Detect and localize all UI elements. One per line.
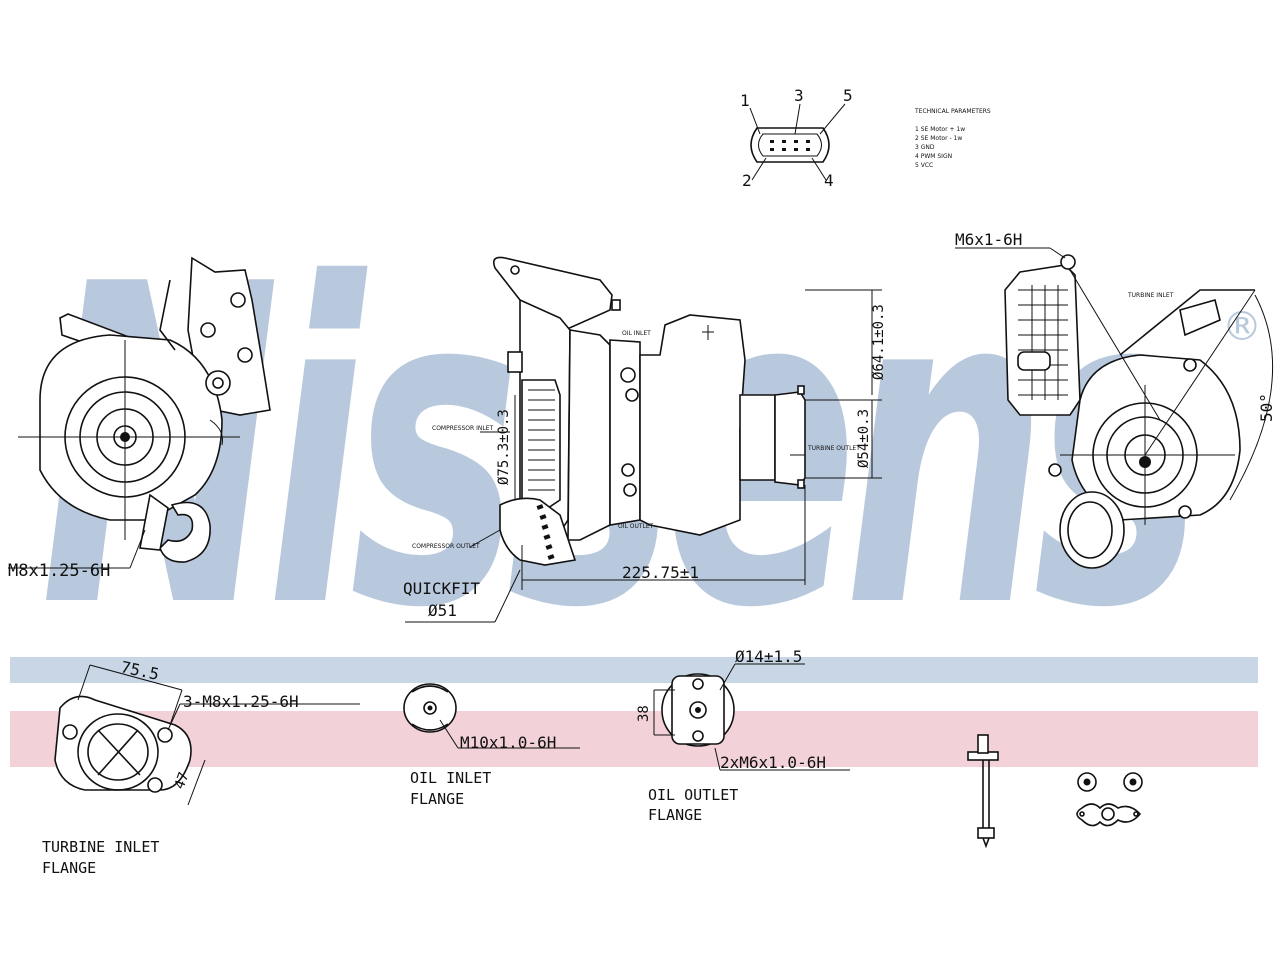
oil-outlet-label-1: OIL OUTLET	[648, 786, 738, 804]
oil-outlet-flange	[653, 663, 850, 771]
param-1: 1 SE Motor + 1w	[915, 126, 965, 133]
dim-length: 225.75±1	[622, 563, 699, 582]
param-2: 2 SE Motor - 1w	[915, 135, 962, 142]
dim-quickfit: QUICKFIT	[403, 579, 480, 598]
pink-band	[10, 711, 1258, 767]
turbo-left-view	[8, 256, 271, 569]
oil-outlet-label-2: FLANGE	[648, 806, 702, 824]
param-3: 3 GND	[915, 144, 935, 151]
dim-m6x1: M6x1-6H	[955, 230, 1022, 249]
oil-inlet-label-1: OIL INLET	[410, 769, 491, 787]
pin-label-4: 4	[824, 171, 834, 190]
connector-plug	[749, 103, 846, 181]
blue-band	[10, 657, 1258, 683]
param-5: 5 VCC	[915, 162, 933, 169]
dim-oil-outlet-height: 38	[636, 705, 652, 722]
turbine-inlet-flange	[54, 664, 360, 806]
pin-label-1: 1	[740, 91, 750, 110]
dim-d641: Ø64.1±0.3	[871, 304, 887, 380]
dim-angle: 50°	[1257, 393, 1276, 422]
label-turbine-inlet-small: TURBINE INLET	[1127, 292, 1174, 299]
dim-quickfit-d: Ø51	[428, 601, 457, 620]
gasket-and-nuts-icon	[1076, 772, 1143, 827]
params-title: TECHNICAL PARAMETERS	[914, 108, 991, 115]
pin-label-5: 5	[843, 86, 853, 105]
registered-mark: ®	[1222, 304, 1262, 350]
dim-oil-outlet-diameter: Ø14±1.5	[735, 647, 802, 666]
turbo-side-view	[405, 256, 882, 623]
label-oil-inlet-small: OIL INLET	[622, 330, 651, 337]
label-compressor-outlet: COMPRESSOR OUTLET	[412, 543, 480, 550]
oil-inlet-label-2: FLANGE	[410, 790, 464, 808]
pin-label-3: 3	[794, 86, 804, 105]
param-4: 4 PWM SIGN	[915, 153, 952, 160]
turbine-flange-label-1: TURBINE INLET	[42, 838, 159, 856]
dim-turbine-thread: 3-M8x1.25-6H	[183, 692, 299, 711]
dim-turbine-side: 47	[172, 770, 193, 791]
dim-oil-inlet-thread: M10x1.0-6H	[460, 733, 556, 752]
label-compressor-inlet: COMPRESSOR INLET	[432, 425, 493, 432]
stud-bolt-icon	[967, 734, 999, 849]
label-turbine-outlet: TURBINE OUTLET	[807, 445, 860, 452]
dim-d753: Ø75.3±0.3	[496, 409, 512, 485]
oil-inlet-flange	[403, 683, 580, 749]
dim-oil-outlet-thread: 2xM6x1.0-6H	[720, 753, 826, 772]
dim-d54: Ø54±0.3	[856, 409, 872, 468]
turbine-flange-label-2: FLANGE	[42, 859, 96, 877]
pin-label-2: 2	[742, 171, 752, 190]
dim-m8x125-left: M8x1.25-6H	[8, 561, 110, 581]
label-oil-outlet-small: OIL OUTLET	[618, 523, 654, 530]
turbo-right-view	[955, 247, 1274, 569]
